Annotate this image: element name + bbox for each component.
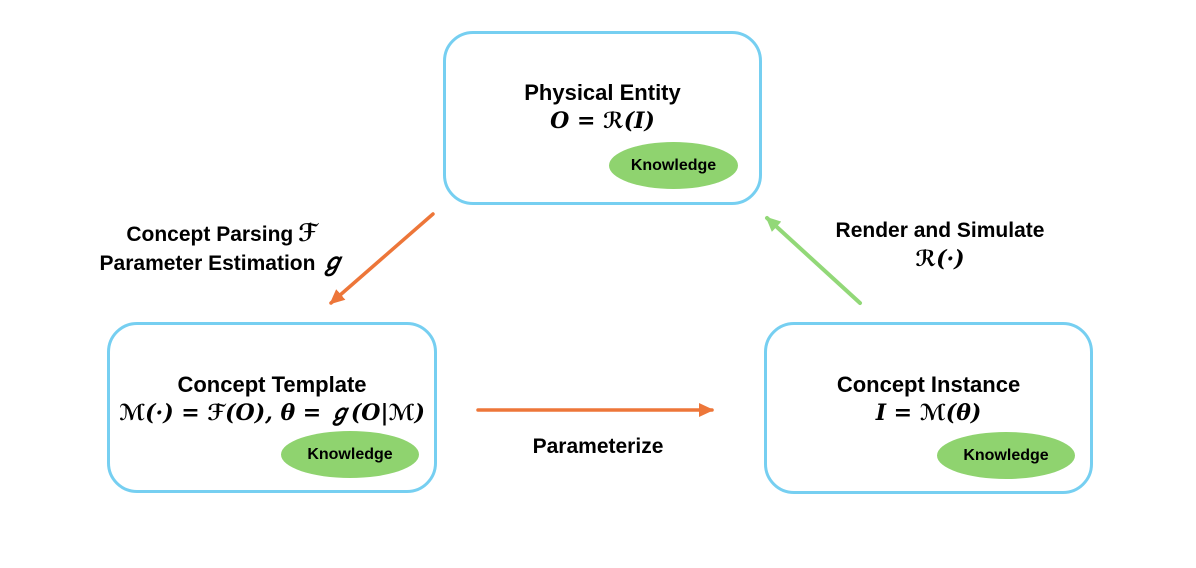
render-simulate-label-line1: Render and Simulate [835, 219, 1045, 242]
script-r-symbol: ℛ(·) [915, 246, 965, 272]
node-title: Concept Instance [836, 372, 1021, 397]
knowledge-badge: Knowledge [281, 431, 419, 478]
node-title: Concept Template [177, 372, 367, 397]
node-formula: ℳ(·) = ℱ(O), θ = ℊ(O|ℳ) [119, 400, 425, 426]
label-text: Concept Parsing [126, 223, 294, 246]
concept-template-node: Concept Template ℳ(·) = ℱ(O), θ = ℊ(O|ℳ)… [107, 322, 437, 493]
knowledge-badge: Knowledge [937, 432, 1075, 479]
render-simulate-label: Render and Simulate ℛ(·) [810, 217, 1070, 275]
physical-entity-node: Physical Entity O = ℛ(I) Knowledge [443, 31, 762, 205]
script-f-symbol: ℱ [298, 218, 318, 247]
label-text: Parameter Estimation [99, 252, 316, 275]
script-g-symbol: ℊ [320, 247, 345, 276]
knowledge-badge: Knowledge [609, 142, 738, 189]
node-formula: O = ℛ(I) [550, 108, 655, 134]
parameterize-label: Parameterize [532, 435, 664, 458]
concept-instance-node: Concept Instance I = ℳ(θ) Knowledge [764, 322, 1093, 494]
node-formula: I = ℳ(θ) [875, 400, 982, 426]
node-title: Physical Entity [524, 80, 681, 105]
